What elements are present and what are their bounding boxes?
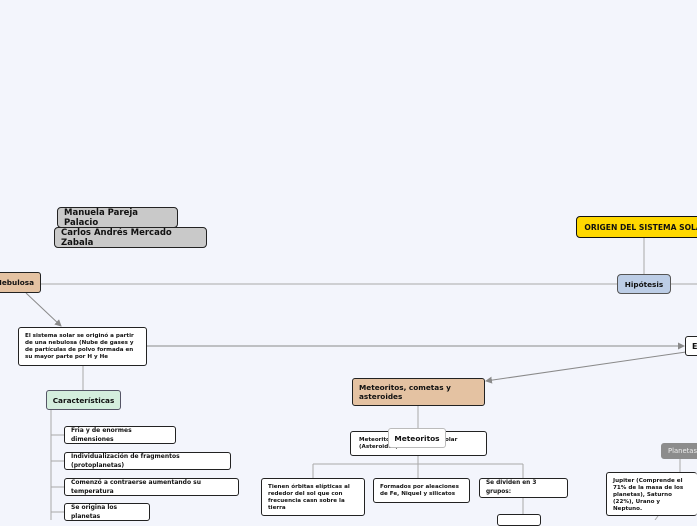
right-edge-node[interactable]: E — [685, 336, 697, 356]
link-jupiter-down — [654, 515, 659, 520]
meteoritos-item-1-text: Tienen órbitas elípticas al rededor del … — [268, 484, 350, 511]
meteoritos-item-2-text: Formados por aleaciones de Fe, Niquel y … — [380, 484, 459, 497]
characteristic-item-3-text: Comenzó a contraerse aumentando su tempe… — [71, 479, 201, 495]
nebula-topic-node[interactable]: Nebulosa — [0, 272, 41, 293]
hypothesis-node-text: Hipótesis — [624, 279, 664, 289]
planets-label-node[interactable]: Planetas — [661, 443, 697, 459]
characteristics-title-text: Características — [52, 395, 115, 405]
nebula-description-node[interactable]: El sistema solar se originó a partir de … — [18, 327, 147, 366]
author-name-2[interactable]: Carlos Andrés Mercado Zabala — [54, 227, 207, 248]
root-node[interactable]: ORIGEN DEL SISTEMA SOLAR — [576, 216, 697, 238]
jupiter-note-node[interactable]: Jupiter (Comprende el 71% de la masa de … — [606, 472, 697, 516]
nebula-topic-text: Nebulosa — [0, 278, 34, 287]
arrow-nebula-description — [25, 292, 62, 327]
jupiter-note-text: Jupiter (Comprende el 71% de la masa de … — [613, 478, 684, 512]
meteoritos-item-1[interactable]: Tienen órbitas elípticas al rededor del … — [261, 478, 365, 516]
author-name-1-text: Manuela Pareja Palacio — [64, 207, 139, 228]
characteristic-item-4[interactable]: Se origina los planetas — [64, 503, 150, 521]
meteoritos-item-3[interactable]: Se dividen en 3 grupos: — [479, 478, 568, 498]
author-name-2-text: Carlos Andrés Mercado Zabala — [61, 227, 172, 248]
hypothesis-node[interactable]: Hipótesis — [617, 274, 671, 294]
meteorites-topic-node[interactable]: Meteoritos, cometas y asteroides — [352, 378, 485, 406]
meteoritos-item-3-text: Se dividen en 3 grupos: — [486, 480, 537, 495]
characteristic-item-3[interactable]: Comenzó a contraerse aumentando su tempe… — [64, 478, 239, 496]
characteristic-item-1-text: Fria y de enormes dimensiones — [71, 427, 132, 443]
author-name-1[interactable]: Manuela Pareja Palacio — [57, 207, 178, 228]
meteoritos-node-text: Meteoritos — [394, 433, 440, 443]
characteristic-item-1[interactable]: Fria y de enormes dimensiones — [64, 426, 176, 444]
right-edge-node-text: E — [692, 341, 697, 351]
root-node-text: ORIGEN DEL SISTEMA SOLAR — [584, 222, 697, 232]
arrow-to-meteorites-topic — [485, 351, 687, 384]
nebula-description-text: El sistema solar se originó a partir de … — [25, 333, 134, 360]
characteristic-item-4-text: Se origina los planetas — [71, 504, 118, 520]
meteoritos-node[interactable]: Meteoritos — [388, 428, 446, 448]
meteorites-topic-text: Meteoritos, cometas y asteroides — [359, 383, 451, 401]
characteristic-item-2-text: Individualización de fragmentos (protopl… — [71, 453, 180, 469]
characteristics-node[interactable]: Características — [46, 390, 121, 410]
meteoritos-group-box[interactable] — [497, 514, 541, 526]
meteoritos-item-2[interactable]: Formados por aleaciones de Fe, Niquel y … — [373, 478, 470, 503]
planets-label-text: Planetas — [668, 447, 697, 455]
characteristic-item-2[interactable]: Individualización de fragmentos (protopl… — [64, 452, 231, 470]
